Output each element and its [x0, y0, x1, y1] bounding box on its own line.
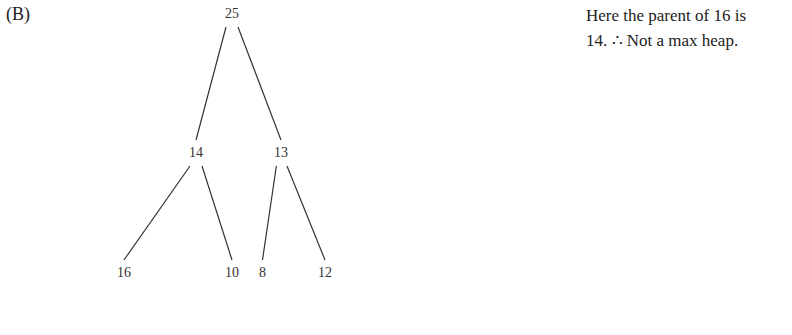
- node-value: 8: [259, 265, 266, 280]
- tree-edge: [202, 166, 232, 260]
- heap-node: 10: [222, 263, 242, 283]
- tree-edge: [124, 166, 190, 260]
- heap-node: 8: [256, 263, 269, 283]
- heap-node: 16: [114, 263, 134, 283]
- heap-node: 13: [271, 143, 291, 163]
- tree-edge: [263, 166, 277, 260]
- note-text: 14. ∴ Not a max heap.: [586, 30, 738, 51]
- node-value: 25: [225, 6, 239, 21]
- node-value: 12: [318, 265, 332, 280]
- node-value: 10: [225, 265, 239, 280]
- heap-node: 25: [222, 4, 242, 24]
- node-value: 13: [274, 145, 288, 160]
- note-text: Here the parent of 16 is: [586, 6, 746, 26]
- node-value: 16: [117, 265, 131, 280]
- note-text: (B): [6, 4, 30, 25]
- tree-edge: [196, 27, 226, 140]
- tree-edge: [287, 166, 325, 260]
- heap-node: 12: [315, 263, 335, 283]
- tree-edge: [238, 27, 281, 140]
- node-value: 14: [189, 145, 203, 160]
- heap-node: 14: [186, 143, 206, 163]
